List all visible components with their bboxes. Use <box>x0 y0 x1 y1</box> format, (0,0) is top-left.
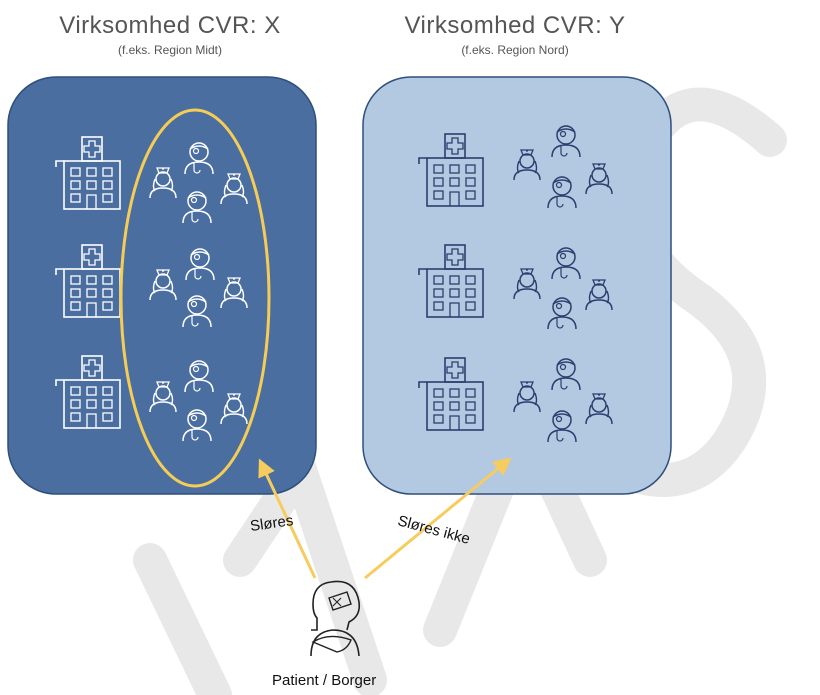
org-right-title-text: Virksomhed CVR: Y <box>404 12 626 39</box>
org-left-subtitle: (f.eks. Region Midt) <box>117 43 223 57</box>
arrow-right <box>364 457 512 580</box>
staff-highlight-ellipse <box>119 108 271 488</box>
org-left-title: Virksomhed CVR: X (f.eks. Region Midt) <box>30 12 310 57</box>
patient-label: Patient / Borger <box>272 672 377 689</box>
org-right-subtitle: (f.eks. Region Nord) <box>461 43 569 57</box>
org-left-title-text: Virksomhed CVR: X <box>59 12 281 39</box>
arrow-left <box>258 458 317 579</box>
org-right-title: Virksomhed CVR: Y (f.eks. Region Nord) <box>370 12 660 57</box>
